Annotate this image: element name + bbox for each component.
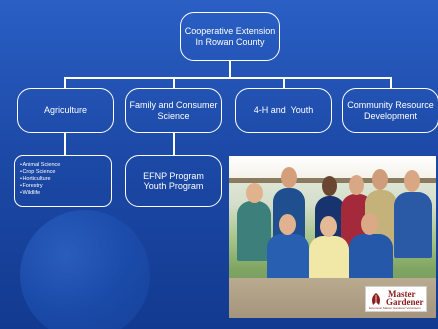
- person-head: [246, 183, 263, 203]
- family-connector: [173, 77, 175, 88]
- person-head: [279, 214, 296, 235]
- list-item: Wildlife: [20, 190, 107, 197]
- root-node: Cooperative Extension In Rowan County: [180, 12, 280, 61]
- horizontal-connector: [64, 77, 392, 79]
- person-head: [361, 213, 378, 235]
- family-programs-box: EFNP Program Youth Program: [125, 155, 222, 207]
- agriculture-list-connector: [64, 133, 66, 155]
- agriculture-connector: [64, 77, 66, 88]
- family-program-line-1: EFNP Program: [143, 170, 204, 181]
- branch-community-label: Community Resource Development: [347, 100, 434, 121]
- branch-family-consumer-science: Family and Consumer Science: [125, 88, 222, 133]
- branch-4h-youth: 4-H and Youth: [235, 88, 332, 133]
- globe-decoration: [20, 210, 150, 329]
- person-shape: [237, 201, 271, 261]
- branch-youth-label: 4-H and Youth: [253, 105, 314, 116]
- agriculture-items-box: Animal Science Crop Science Horticulture…: [14, 155, 112, 207]
- leaf-icon: [372, 293, 380, 305]
- person-head: [372, 169, 388, 190]
- person-head: [320, 216, 337, 237]
- person-shape: [394, 192, 432, 258]
- list-item: Crop Science: [20, 169, 107, 176]
- root-connector: [229, 61, 231, 77]
- logo-line-2: Gardener: [386, 297, 424, 307]
- person-shape: [349, 234, 393, 284]
- branch-agriculture: Agriculture: [17, 88, 114, 133]
- root-line-2: In Rowan County: [195, 36, 265, 47]
- community-connector: [390, 77, 392, 88]
- person-head: [322, 176, 337, 196]
- person-head: [349, 175, 364, 195]
- youth-connector: [283, 77, 285, 88]
- list-item: Horticulture: [20, 176, 107, 183]
- list-item: Animal Science: [20, 162, 107, 169]
- logo-tagline: Extension Master Gardener Volunteers: [369, 306, 421, 310]
- logo-line-1: Master: [388, 289, 416, 299]
- root-line-1: Cooperative Extension: [184, 26, 276, 37]
- list-item: Forestry: [20, 183, 107, 190]
- branch-family-label: Family and Consumer Science: [129, 100, 218, 121]
- branch-community-resource-development: Community Resource Development: [342, 88, 438, 133]
- person-shape: [267, 234, 309, 284]
- family-children-connector: [173, 133, 175, 155]
- agriculture-items-list: Animal Science Crop Science Horticulture…: [20, 162, 107, 197]
- master-gardener-logo: Master Gardener Extension Master Gardene…: [365, 286, 427, 312]
- family-program-line-2: Youth Program: [143, 181, 204, 191]
- branch-agriculture-label: Agriculture: [43, 105, 88, 116]
- person-shape: [309, 236, 349, 284]
- person-head: [404, 170, 420, 192]
- person-head: [281, 167, 297, 188]
- group-photo: [229, 156, 436, 318]
